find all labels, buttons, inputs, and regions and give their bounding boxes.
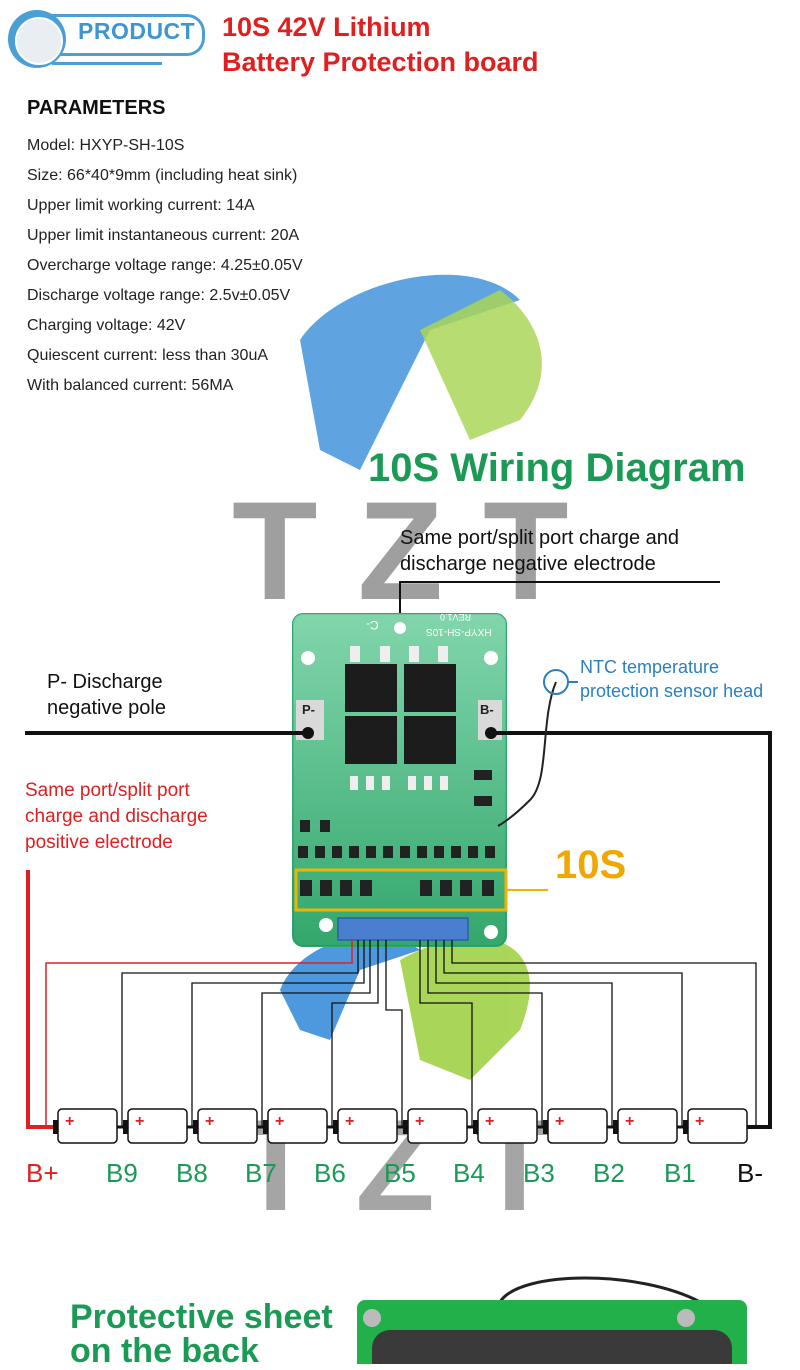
cell-label-b-minus: B- [737, 1158, 763, 1188]
cell-label-b-plus: B+ [26, 1158, 59, 1188]
cell-label-b9: B9 [106, 1158, 138, 1188]
battery-cell-1 [53, 1108, 118, 1144]
p-discharge-label: P- Discharge negative pole [47, 669, 166, 721]
cell-1-plus: + [65, 1113, 75, 1130]
product-title: 10S 42V Lithium Battery Protection board [222, 10, 539, 80]
cell-4-plus: + [275, 1113, 285, 1130]
product-title-line1: 10S 42V Lithium [222, 12, 431, 42]
param-overcharge-voltage: Overcharge voltage range: 4.25±0.05V [27, 257, 303, 274]
charge-discharge-negative-label-line2: discharge negative electrode [400, 553, 656, 575]
cell-3-plus: + [205, 1113, 215, 1130]
product-badge-icon-inner [15, 17, 63, 65]
pcb-board [292, 613, 508, 947]
protective-sheet-heading-line1: Protective sheet [70, 1298, 333, 1336]
product-title-line2: Battery Protection board [222, 47, 539, 77]
charge-discharge-negative-label-line1: Same port/split port charge and [400, 527, 680, 549]
cell-label-b5: B5 [384, 1158, 416, 1188]
ntc-sensor-label: NTC temperature protection sensor head [580, 655, 763, 703]
param-instantaneous-current: Upper limit instantaneous current: 20A [27, 227, 300, 244]
product-badge-frame [52, 14, 205, 56]
battery-cell-10 [683, 1108, 748, 1144]
cell-7-plus: + [485, 1113, 495, 1130]
screw-left [363, 1309, 381, 1327]
battery-cells [53, 1108, 748, 1144]
cell-label-b3: B3 [523, 1158, 555, 1188]
product-badge-underline [52, 62, 162, 65]
battery-cell-3 [193, 1108, 258, 1144]
wiring-diagram-heading: 10S Wiring Diagram [368, 446, 746, 490]
b-plus-wire [26, 870, 58, 1129]
param-size: Size: 66*40*9mm (including heat sink) [27, 167, 298, 184]
balance-wires [121, 940, 757, 1127]
balance-connector [337, 917, 469, 941]
cell-2-plus: + [135, 1113, 145, 1130]
param-balanced-current: With balanced current: 56MA [27, 377, 234, 394]
product-badge-label: PRODUCT [78, 18, 196, 44]
board-rev-text: REV1.0 [440, 612, 472, 622]
battery-cell-4 [263, 1108, 328, 1144]
tzt-logo-top [300, 274, 542, 470]
cell-label-b1: B1 [664, 1158, 696, 1188]
cell-8-plus: + [555, 1113, 565, 1130]
param-quiescent-current: Quiescent current: less than 30uA [27, 347, 269, 364]
ntc-wire [497, 681, 557, 827]
param-discharge-voltage: Discharge voltage range: 2.5v±0.05V [27, 287, 291, 304]
battery-cell-6 [403, 1108, 468, 1144]
ntc-sensor-label-line1: NTC temperature [580, 657, 720, 677]
param-model: Model: HXYP-SH-10S [27, 137, 185, 154]
p-discharge-label-line1: P- Discharge [47, 671, 163, 693]
cell-9-plus: + [625, 1113, 635, 1130]
protective-sheet-heading: Protective sheet on the back [70, 1300, 333, 1368]
battery-cell-9 [613, 1108, 678, 1144]
positive-electrode-label-line3: positive electrode [25, 832, 173, 853]
board-pad-p-label: P- [302, 702, 315, 717]
board-pad-c-label: C- [366, 618, 379, 632]
cell-5-plus: + [345, 1113, 355, 1130]
b-minus-wire [491, 731, 772, 1129]
board-pad-b-label: B- [480, 702, 494, 717]
ntc-sensor-label-line2: protection sensor head [580, 681, 764, 701]
battery-cell-2 [123, 1108, 188, 1144]
cell-label-b2: B2 [593, 1158, 625, 1188]
param-charging-voltage: Charging voltage: 42V [27, 317, 186, 334]
battery-cell-5 [333, 1108, 398, 1144]
battery-cell-8 [543, 1108, 608, 1144]
cell-label-b8: B8 [176, 1158, 208, 1188]
positive-electrode-label-line1: Same port/split port [25, 780, 190, 801]
back-board-wire [498, 1276, 701, 1304]
charge-discharge-negative-label: Same port/split port charge and discharg… [400, 525, 679, 577]
board-model-text: HXYP-SH-10S [426, 626, 492, 637]
cell-label-b6: B6 [314, 1158, 346, 1188]
screw-right [677, 1309, 695, 1327]
cell-label-b7: B7 [245, 1158, 277, 1188]
b-minus-terminal [485, 727, 497, 739]
cell-10-plus: + [695, 1113, 705, 1130]
positive-electrode-label: Same port/split port charge and discharg… [25, 778, 208, 856]
cell-6-plus: + [415, 1113, 425, 1130]
protective-sheet [372, 1330, 732, 1364]
protective-sheet-heading-line2: on the back [70, 1332, 259, 1370]
smd-components [298, 770, 495, 896]
positive-electrode-label-line2: charge and discharge [25, 806, 208, 827]
series-count-tag: 10S [555, 843, 627, 887]
parameters-heading: PARAMETERS [27, 97, 166, 119]
p-discharge-label-line2: negative pole [47, 697, 166, 719]
cell-label-b4: B4 [453, 1158, 485, 1188]
b-plus-sense-wire [45, 940, 353, 1127]
battery-cell-7 [473, 1108, 538, 1144]
mosfet-block [345, 646, 456, 790]
p-minus-terminal [302, 727, 314, 739]
param-working-current: Upper limit working current: 14A [27, 197, 255, 214]
